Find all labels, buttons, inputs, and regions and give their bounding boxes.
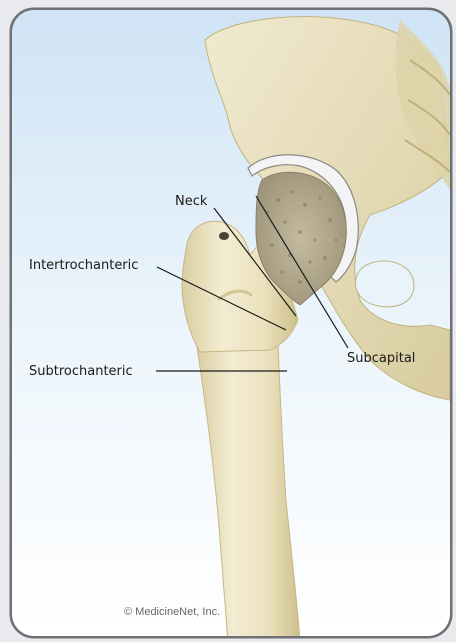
trochanteric-fossa-mark xyxy=(219,232,229,240)
label-neck: Neck xyxy=(175,194,208,209)
label-intertrochanteric: Intertrochanteric xyxy=(29,258,138,273)
obturator-foramen xyxy=(356,261,414,307)
label-subtrochanteric: Subtrochanteric xyxy=(29,364,133,379)
label-subcapital: Subcapital xyxy=(347,351,415,366)
copyright-credit: © MedicineNet, Inc. xyxy=(124,606,220,618)
